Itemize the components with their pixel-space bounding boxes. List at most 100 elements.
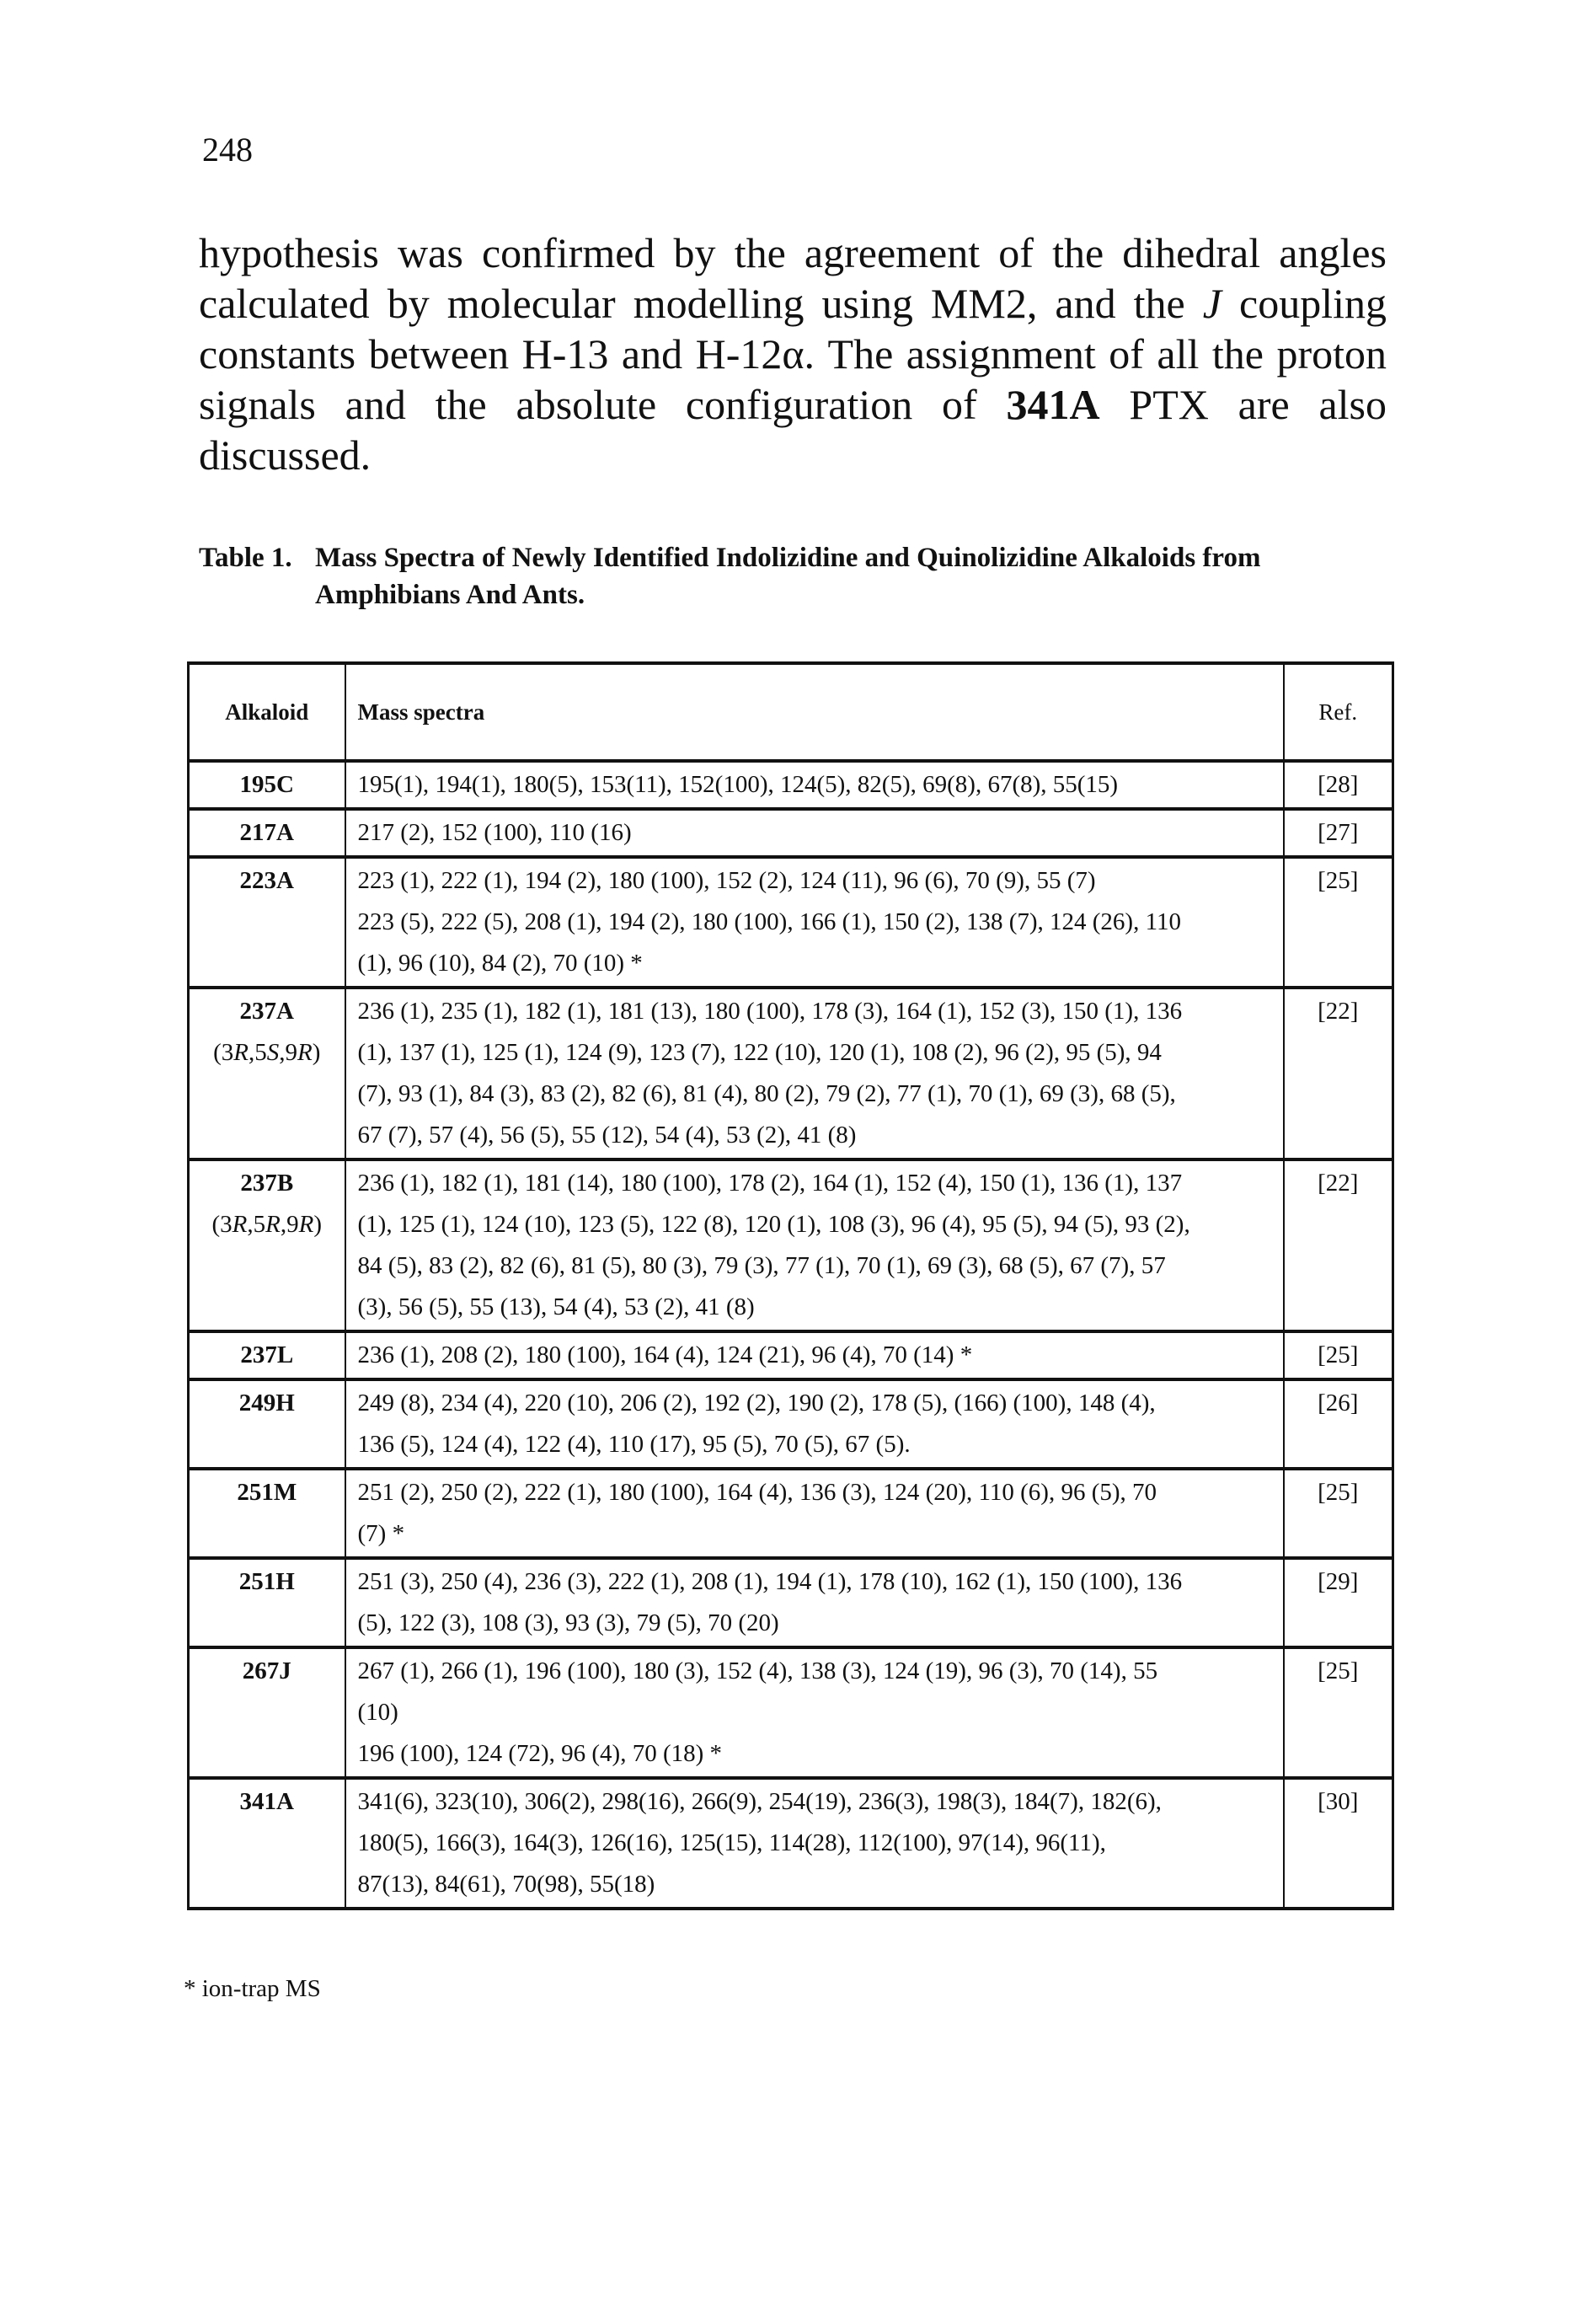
page-number: 248 <box>202 131 253 169</box>
spectra-line: (10) <box>357 1699 398 1726</box>
spectra-line: 236 (1), 235 (1), 182 (1), 181 (13), 180… <box>357 998 1183 1025</box>
table-row: 237L 236 (1), 208 (2), 180 (100), 164 (4)… <box>187 1330 1394 1379</box>
mass-spectra-cell: 236 (1), 208 (2), 180 (100), 164 (4), 12… <box>344 1330 1285 1379</box>
table-row: 223A 223 (1), 222 (1), 194 (2), 180 (100)… <box>187 855 1394 988</box>
spectra-line: (5), 122 (3), 108 (3), 93 (3), 79 (5), 7… <box>357 1609 779 1636</box>
reference-cell: [27] <box>1282 807 1394 857</box>
header-mass-spectra: Mass spectra <box>344 663 1285 763</box>
mass-spectra-cell: 236 (1), 235 (1), 182 (1), 181 (13), 180… <box>344 986 1285 1159</box>
spectra-line: (7), 93 (1), 84 (3), 83 (2), 82 (6), 81 … <box>357 1080 1176 1107</box>
caption-title: Mass Spectra of Newly Identified Indoliz… <box>315 543 1261 573</box>
body-text-end: PTX are also discussed. <box>199 381 1387 479</box>
table-row: 251M 251 (2), 250 (2), 222 (1), 180 (100)… <box>187 1467 1394 1558</box>
header-alkaloid: Alkaloid <box>187 663 346 763</box>
coupling-symbol: J <box>1202 280 1221 327</box>
stereochemistry: (3R,5S,9R) <box>213 1039 321 1066</box>
alkaloid-cell: 237A (3R,5S,9R) <box>187 986 346 1159</box>
reference-cell: [25] <box>1282 855 1394 988</box>
table-row: 249H 249 (8), 234 (4), 220 (10), 206 (2),… <box>187 1378 1394 1469</box>
mass-spectra-table-container: Alkaloid Mass spectra Ref. 195C 195(1), 1… <box>187 661 1394 1910</box>
body-text-start: hypothesis was confirmed by the agreemen… <box>199 229 1387 327</box>
alkaloid-name: 223A <box>239 867 294 894</box>
spectra-line: 87(13), 84(61), 70(98), 55(18) <box>357 1871 655 1898</box>
mass-spectra-cell: 251 (3), 250 (4), 236 (3), 222 (1), 208 … <box>344 1556 1285 1647</box>
alkaloid-cell: 249H <box>187 1378 346 1469</box>
spectra-line: 136 (5), 124 (4), 122 (4), 110 (17), 95 … <box>357 1431 911 1458</box>
table-row: 251H 251 (3), 250 (4), 236 (3), 222 (1), … <box>187 1556 1394 1647</box>
reference-cell: [25] <box>1282 1330 1394 1379</box>
compound-label: 341A <box>1006 381 1100 428</box>
mass-spectra-cell: 217 (2), 152 (100), 110 (16) <box>344 807 1285 857</box>
spectra-line: (3), 56 (5), 55 (13), 54 (4), 53 (2), 41… <box>357 1293 755 1320</box>
alkaloid-cell: 341A <box>187 1776 346 1909</box>
alkaloid-name: 251M <box>237 1479 297 1506</box>
reference-cell: [26] <box>1282 1378 1394 1469</box>
table-header-row: Alkaloid Mass spectra Ref. <box>187 663 1394 763</box>
spectra-line: 341(6), 323(10), 306(2), 298(16), 266(9)… <box>357 1788 1162 1815</box>
spectra-line: 196 (100), 124 (72), 96 (4), 70 (18) * <box>357 1740 723 1767</box>
reference-cell: [30] <box>1282 1776 1394 1909</box>
alkaloid-cell: 251M <box>187 1467 346 1558</box>
spectra-line: 84 (5), 83 (2), 82 (6), 81 (5), 80 (3), … <box>357 1252 1166 1279</box>
stereochemistry: (3R,5R,9R) <box>211 1211 323 1238</box>
spectra-line: 223 (5), 222 (5), 208 (1), 194 (2), 180 … <box>357 908 1182 935</box>
caption-line-1: Table 1. Mass Spectra of Newly Identified… <box>199 539 1395 576</box>
mass-spectra-cell: 251 (2), 250 (2), 222 (1), 180 (100), 16… <box>344 1467 1285 1558</box>
alkaloid-cell: 223A <box>187 855 346 988</box>
alkaloid-name: 251H <box>238 1568 295 1595</box>
header-ref: Ref. <box>1282 663 1394 763</box>
alkaloid-name: 267J <box>242 1657 291 1684</box>
alkaloid-name: 341A <box>239 1788 294 1815</box>
alkaloid-name: 237L <box>240 1341 294 1368</box>
table-row: 341A 341(6), 323(10), 306(2), 298(16), 26… <box>187 1776 1394 1909</box>
alkaloid-cell: 251H <box>187 1556 346 1647</box>
spectra-line: 217 (2), 152 (100), 110 (16) <box>357 819 632 846</box>
spectra-line: (1), 96 (10), 84 (2), 70 (10) * <box>357 950 643 977</box>
spectra-line: 236 (1), 208 (2), 180 (100), 164 (4), 12… <box>357 1341 973 1368</box>
caption-label: Table 1. <box>199 543 292 573</box>
spectra-line: (7) * <box>357 1520 405 1547</box>
alkaloid-name: 249H <box>238 1390 295 1416</box>
body-paragraph: hypothesis was confirmed by the agreemen… <box>199 228 1387 480</box>
alkaloid-name: 195C <box>239 771 294 798</box>
reference-cell: [29] <box>1282 1556 1394 1647</box>
spectra-line: 267 (1), 266 (1), 196 (100), 180 (3), 15… <box>357 1657 1158 1684</box>
body-text-middle: coupling constants between H-13 and H-12… <box>199 280 1387 428</box>
reference-cell: [25] <box>1282 1646 1394 1778</box>
caption-line-2: Amphibians And Ants. <box>315 580 585 610</box>
alkaloid-name: 237B <box>240 1170 294 1197</box>
mass-spectra-cell: 249 (8), 234 (4), 220 (10), 206 (2), 192… <box>344 1378 1285 1469</box>
alkaloid-cell: 195C <box>187 761 346 809</box>
spectra-line: (1), 125 (1), 124 (10), 123 (5), 122 (8)… <box>357 1211 1190 1238</box>
table-row: 195C 195(1), 194(1), 180(5), 153(11), 152… <box>187 761 1394 809</box>
spectra-line: 251 (2), 250 (2), 222 (1), 180 (100), 16… <box>357 1479 1157 1506</box>
spectra-line: 249 (8), 234 (4), 220 (10), 206 (2), 192… <box>357 1390 1156 1416</box>
spectra-line: 180(5), 166(3), 164(3), 126(16), 125(15)… <box>357 1829 1106 1856</box>
mass-spectra-table: Alkaloid Mass spectra Ref. 195C 195(1), 1… <box>187 661 1394 1910</box>
spectra-line: (1), 137 (1), 125 (1), 124 (9), 123 (7),… <box>357 1039 1162 1066</box>
mass-spectra-cell: 341(6), 323(10), 306(2), 298(16), 266(9)… <box>344 1776 1285 1909</box>
reference-cell: [28] <box>1282 761 1394 809</box>
reference-cell: [22] <box>1282 1158 1394 1331</box>
alkaloid-name: 237A <box>239 998 294 1025</box>
alkaloid-cell: 237B (3R,5R,9R) <box>187 1158 346 1331</box>
alkaloid-cell: 217A <box>187 807 346 857</box>
footnote: * ion-trap MS <box>184 1975 321 2002</box>
mass-spectra-cell: 223 (1), 222 (1), 194 (2), 180 (100), 15… <box>344 855 1285 988</box>
spectra-line: 251 (3), 250 (4), 236 (3), 222 (1), 208 … <box>357 1568 1183 1595</box>
alkaloid-cell: 237L <box>187 1330 346 1379</box>
reference-cell: [25] <box>1282 1467 1394 1558</box>
spectra-line: 223 (1), 222 (1), 194 (2), 180 (100), 15… <box>357 867 1096 894</box>
alkaloid-name: 217A <box>239 819 294 846</box>
table-body: 195C 195(1), 194(1), 180(5), 153(11), 152… <box>187 761 1394 1909</box>
table-row: 217A 217 (2), 152 (100), 110 (16) [27] <box>187 807 1394 857</box>
reference-cell: [22] <box>1282 986 1394 1159</box>
alkaloid-cell: 267J <box>187 1646 346 1778</box>
table-row: 267J 267 (1), 266 (1), 196 (100), 180 (3)… <box>187 1646 1394 1778</box>
spectra-line: 195(1), 194(1), 180(5), 153(11), 152(100… <box>357 771 1119 798</box>
mass-spectra-cell: 236 (1), 182 (1), 181 (14), 180 (100), 1… <box>344 1158 1285 1331</box>
spectra-line: 67 (7), 57 (4), 56 (5), 55 (12), 54 (4),… <box>357 1122 857 1149</box>
mass-spectra-cell: 267 (1), 266 (1), 196 (100), 180 (3), 15… <box>344 1646 1285 1778</box>
spectra-line: 236 (1), 182 (1), 181 (14), 180 (100), 1… <box>357 1170 1183 1197</box>
table-row: 237B (3R,5R,9R) 236 (1), 182 (1), 181 (14)… <box>187 1158 1394 1331</box>
